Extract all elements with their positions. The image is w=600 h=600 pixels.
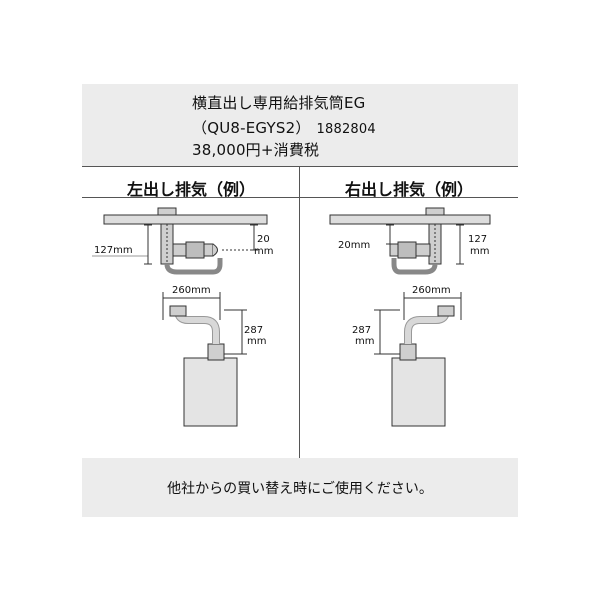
- right-dim-drop: 20mm: [338, 240, 370, 251]
- product-header: 横直出し専用給排気筒EG （QU8-EGYS2） 1882804 38,000円+…: [82, 84, 518, 166]
- right-dim-side-unit: mm: [470, 246, 489, 257]
- right-exhaust-title: 右出し排気（例）: [344, 180, 473, 199]
- product-card: 横直出し専用給排気筒EG （QU8-EGYS2） 1882804 38,000円+…: [82, 84, 518, 517]
- left-dim-drop: 127mm: [94, 245, 133, 256]
- left-exhaust-diagram: 127mm 20 mm 260mm 287 mm: [92, 207, 273, 427]
- left-water-heater-unit: [183, 357, 238, 427]
- footer-note: 他社からの買い替え時にご使用ください。: [167, 481, 433, 497]
- left-dim-side-num: 20: [257, 234, 270, 245]
- column-divider: [299, 166, 300, 458]
- left-dim-width: 260mm: [172, 285, 211, 296]
- product-price: 38,000円+消費税: [192, 141, 320, 159]
- header-divider: [82, 166, 518, 167]
- left-dim-height-unit: mm: [247, 336, 266, 347]
- title-divider: [82, 197, 518, 198]
- right-exhaust-diagram: 20mm 127 mm 260mm 287 mm: [329, 207, 491, 427]
- left-dim-height-num: 287: [244, 325, 263, 336]
- right-dim-height-unit: mm: [355, 336, 374, 347]
- left-dim-side-unit: mm: [254, 246, 273, 257]
- product-model: （QU8-EGYS2）: [192, 119, 311, 137]
- product-name: 横直出し専用給排気筒EG: [192, 94, 366, 112]
- footer-note-box: 他社からの買い替え時にご使用ください。: [82, 458, 518, 517]
- left-exhaust-title: 左出し排気（例）: [126, 180, 255, 199]
- product-model-line: （QU8-EGYS2） 1882804: [192, 117, 376, 138]
- right-dim-height-num: 287: [352, 325, 371, 336]
- product-code: 1882804: [316, 122, 376, 137]
- right-water-heater-unit: [391, 357, 446, 427]
- right-ceiling-slab: [329, 214, 491, 225]
- left-ceiling-slab: [103, 214, 268, 225]
- right-dim-width: 260mm: [412, 285, 451, 296]
- right-dim-side-num: 127: [468, 234, 487, 245]
